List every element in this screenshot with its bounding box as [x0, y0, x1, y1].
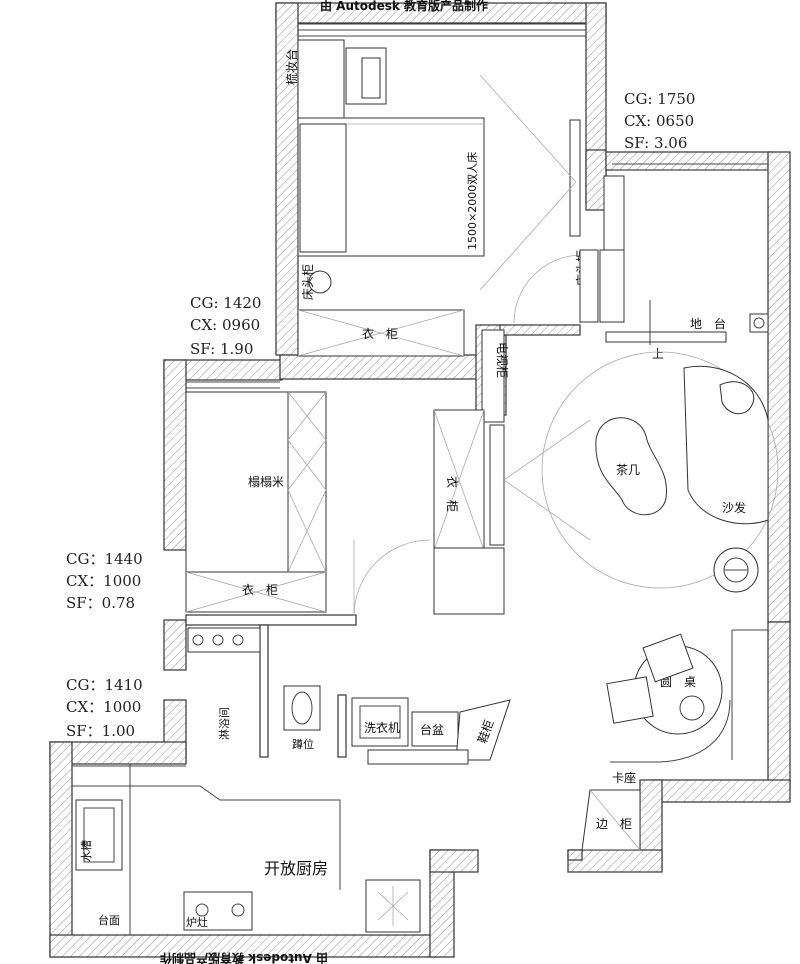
round-table-label: 圆 桌	[660, 675, 696, 689]
room-specs: CG: 1750 CX: 0650 SF: 3.06 CG: 1420 CX: …	[66, 90, 695, 740]
wardrobe2-label: 衣 柜	[445, 476, 460, 512]
spec-second-cx: CX: 0960	[190, 316, 260, 334]
tatami-label: 榻榻米	[248, 475, 284, 489]
toilet	[283, 685, 321, 731]
sofa-label: 沙发	[722, 500, 746, 515]
spec-master-cg: CG: 1750	[624, 90, 695, 108]
basin-label: 台盆	[420, 722, 444, 737]
living-room: 茶几 沙发	[541, 351, 779, 593]
coffee-table	[595, 417, 667, 516]
sink-label: 水槽	[80, 840, 93, 862]
bed-label: 1500×2000双人床	[465, 152, 479, 250]
dresser-label: 梳妆台	[284, 49, 299, 85]
side-cabinet-label: 边 柜	[596, 817, 632, 831]
dining: 圆 桌 卡座 边 柜	[581, 629, 768, 851]
watermark-bottom: 由 Autodesk 教育版产品制作	[160, 951, 328, 964]
master-bedroom: 梳妆台 1500×2000双人床 床头柜 床头柜 衣 柜	[284, 39, 625, 357]
dresser	[297, 39, 345, 121]
spec-bath-cg: CG：1410	[66, 676, 143, 694]
nightstand-label: 床头柜	[301, 264, 315, 300]
spec-tatami-sf: SF：0.78	[66, 594, 135, 612]
spec-bath-sf: SF：1.00	[66, 722, 135, 740]
watermark-top: 由 Autodesk 教育版产品制作	[320, 0, 488, 13]
coffee-table-label: 茶几	[616, 462, 640, 477]
spec-tatami-cx: CX：1000	[66, 572, 141, 590]
basin	[411, 711, 459, 747]
spec-master-cx: CX: 0650	[624, 112, 694, 130]
counter-label: 台面	[98, 913, 120, 927]
tv-area: 电视柜 地 台 上	[481, 300, 769, 546]
step-up-label: 上	[652, 347, 664, 361]
spec-tatami-cg: CG：1440	[66, 550, 143, 568]
master-door	[569, 119, 581, 237]
windows	[72, 23, 768, 935]
wardrobe1-label: 衣 柜	[362, 326, 398, 341]
tv-cabinet-label: 电视柜	[495, 342, 510, 378]
nightstand	[308, 270, 332, 294]
platform-label: 地 台	[690, 316, 726, 331]
tatami-room: 榻榻米 衣 柜 衣 柜	[185, 391, 505, 617]
shoe-cabinet	[455, 699, 511, 761]
spec-bath-cx: CX：1000	[66, 698, 141, 716]
spec-second-cg: CG: 1420	[190, 294, 261, 312]
shower-label: 淋浴间	[218, 707, 231, 740]
booth-label: 卡座	[612, 770, 636, 785]
kitchen: 水槽 开放厨房 台面 炉灶	[72, 785, 421, 933]
bathroom: 淋浴间 蹲位 洗衣机 台盆 鞋柜	[187, 627, 511, 765]
bedside-cabinet	[599, 249, 625, 323]
stove	[183, 891, 253, 931]
spec-second-sf: SF: 1.90	[190, 340, 253, 358]
tv-cabinet	[481, 329, 505, 423]
washer-label: 洗衣机	[364, 720, 400, 735]
spec-master-sf: SF: 3.06	[624, 134, 687, 152]
kitchen-label: 开放厨房	[264, 859, 328, 878]
toilet-label: 蹲位	[292, 737, 314, 751]
walls	[49, 2, 791, 958]
wardrobe3-label: 衣 柜	[242, 582, 278, 597]
stove-label: 炉灶	[186, 916, 208, 929]
